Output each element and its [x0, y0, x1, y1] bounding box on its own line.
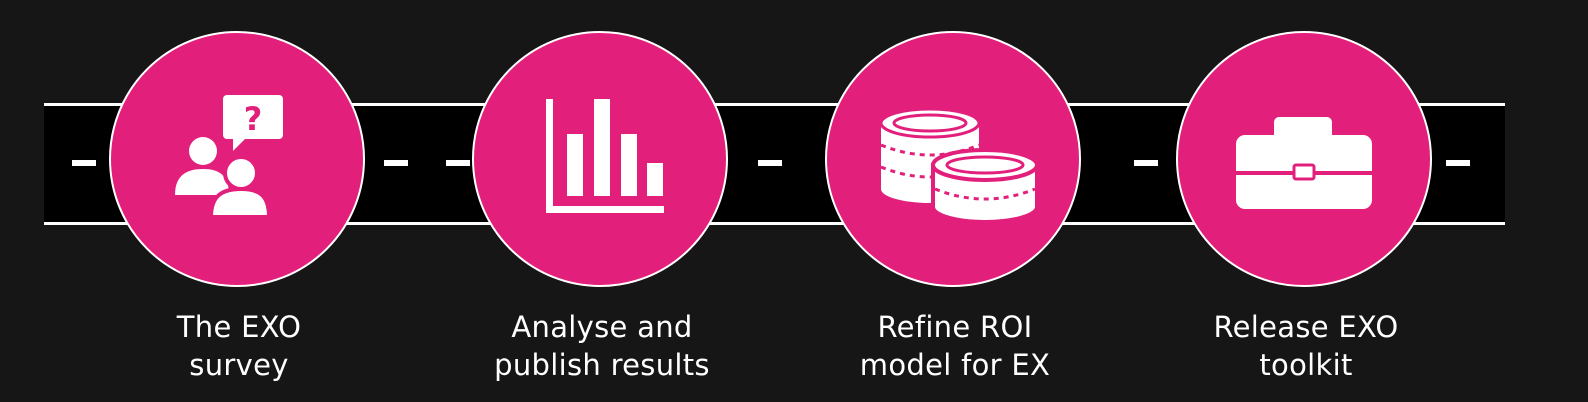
toolbox-icon [1236, 117, 1372, 209]
step-label: Analyse and publish results [452, 308, 752, 384]
coins-icon [879, 107, 1039, 224]
lane-dash [758, 160, 782, 166]
label-line: survey [189, 348, 289, 382]
label-line: toolkit [1259, 348, 1353, 382]
step-circle [472, 31, 728, 287]
step-circle [1176, 31, 1432, 287]
svg-text:?: ? [244, 100, 263, 138]
label-line: model for EX [859, 348, 1051, 382]
survey-people-question-icon: ? [175, 95, 283, 219]
step-release-toolkit: Release EXO toolkit [1156, 0, 1456, 402]
step-refine-roi: Refine ROI model for EX [805, 0, 1105, 402]
step-label: Refine ROI model for EX [805, 308, 1105, 384]
step-circle: ? [109, 31, 365, 287]
step-circle [825, 31, 1081, 287]
label-line: Analyse and [511, 310, 693, 344]
step-label: Release EXO toolkit [1156, 308, 1456, 384]
label-line: Refine ROI [877, 310, 1033, 344]
label-line: publish results [494, 348, 710, 382]
label-line: Release EXO [1213, 310, 1399, 344]
step-label: The EXO survey [89, 308, 389, 384]
bar-chart-icon [546, 99, 664, 213]
label-line: The EXO [176, 310, 302, 344]
step-analyse: Analyse and publish results [452, 0, 752, 402]
step-survey: ? The EXO survey [89, 0, 389, 402]
lane-dash [1134, 160, 1158, 166]
